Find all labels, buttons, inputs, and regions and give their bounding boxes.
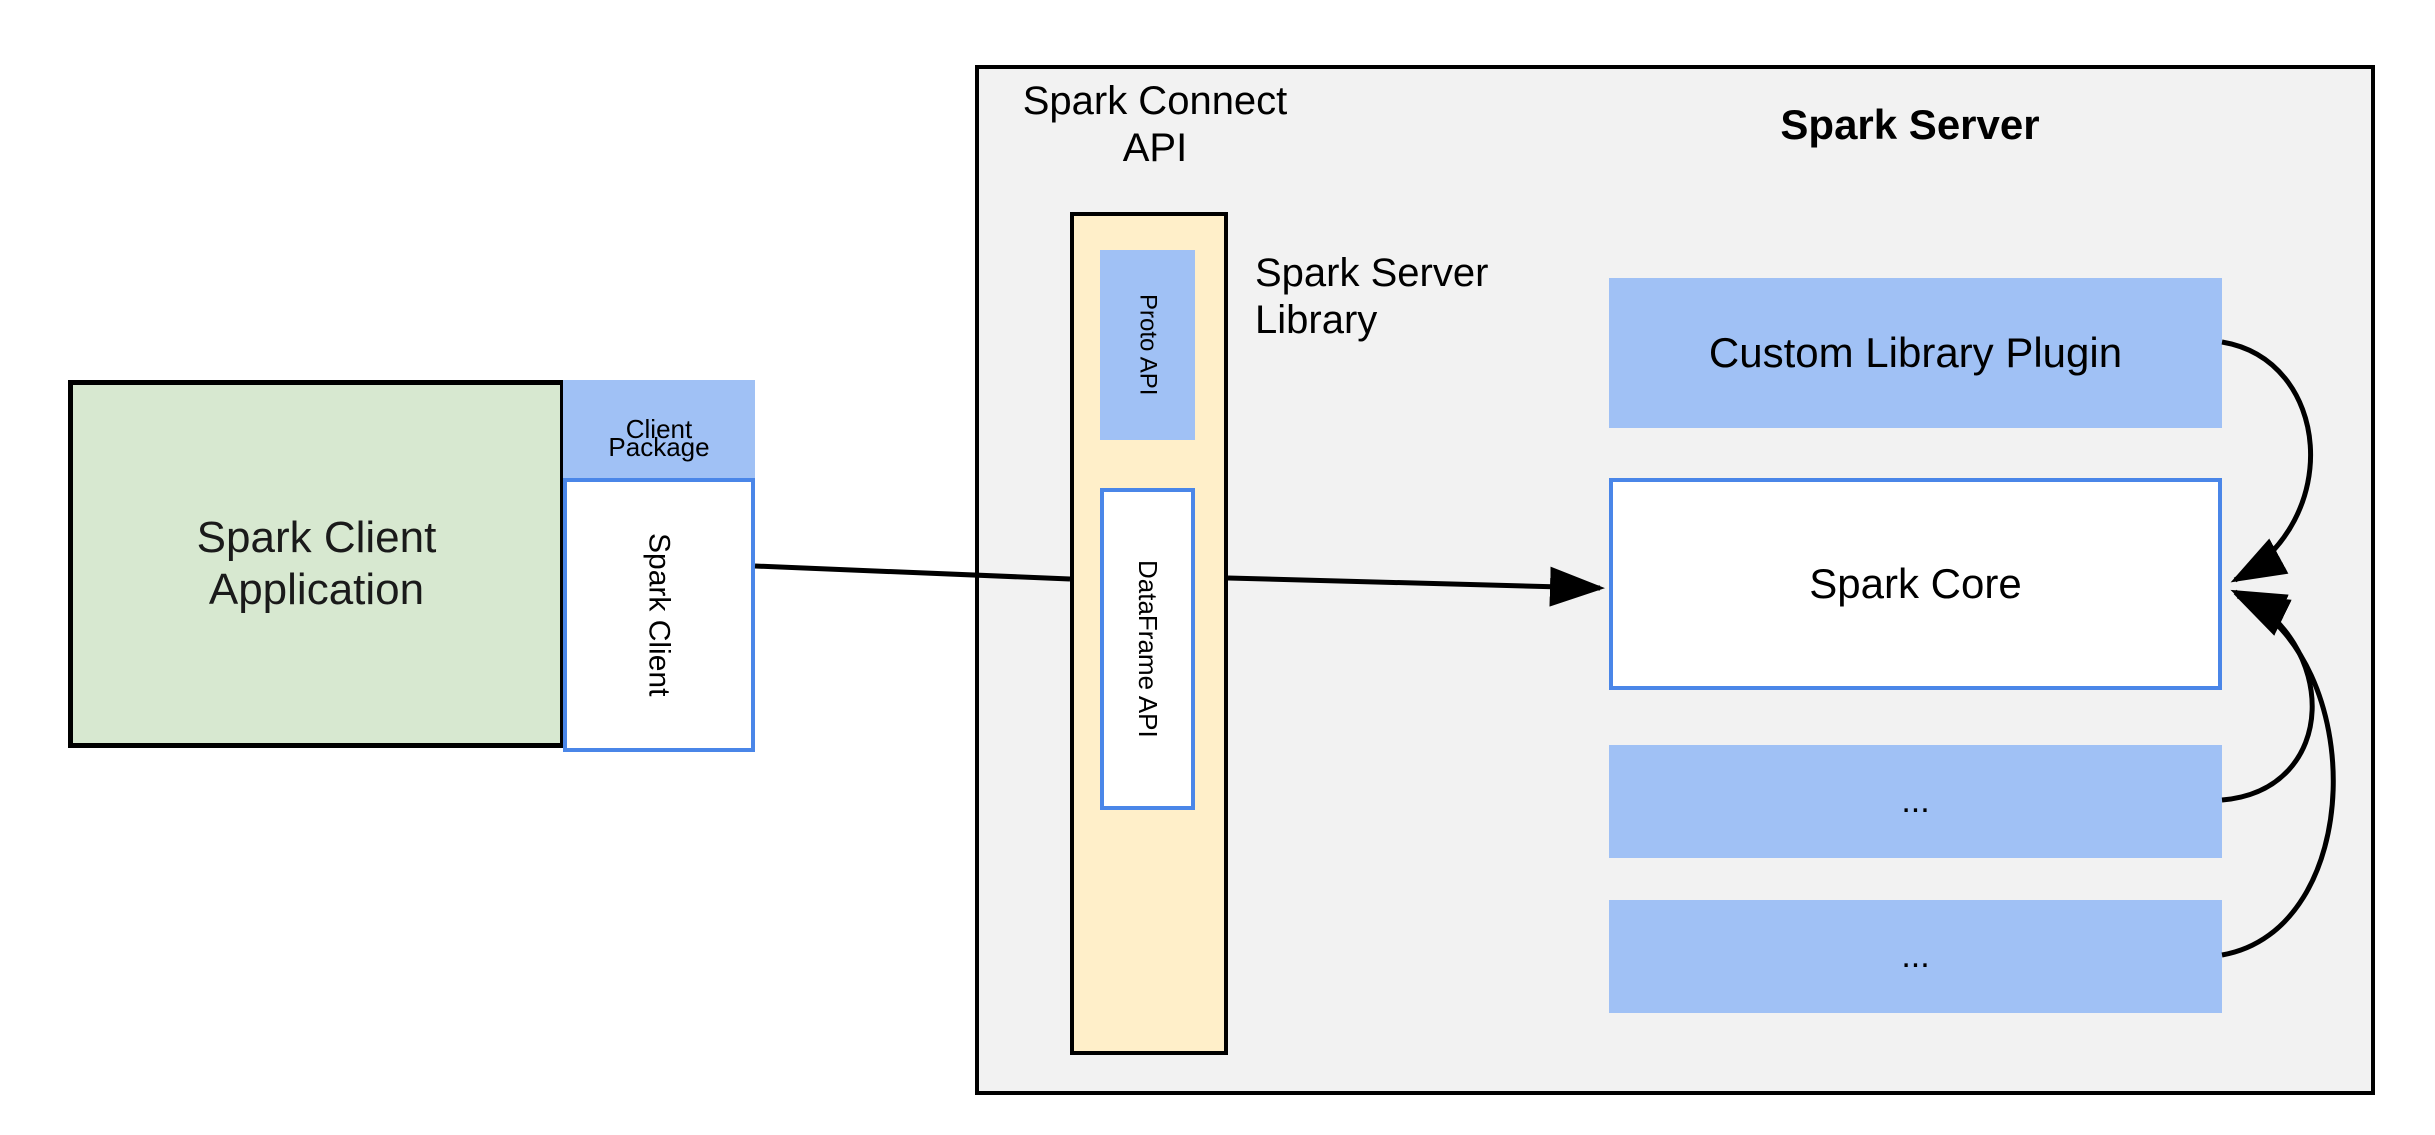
client-package-label: Client xyxy=(625,413,693,444)
spark-connect-api-title: Spark Connect API xyxy=(1005,70,1305,180)
client-package-label-line2-holder: Package xyxy=(563,422,755,472)
dataframe-api-label: DataFrame API xyxy=(1132,560,1163,738)
spark-client-application-box: Spark Client Application xyxy=(68,380,565,748)
spark-client-box: Spark Client xyxy=(563,478,755,752)
dataframe-api-box: DataFrame API xyxy=(1100,488,1195,810)
ellipsis-box-2: ... xyxy=(1609,900,2222,1013)
spark-server-library-label-line1: Spark Server xyxy=(1255,251,1489,295)
spark-server-title-text: Spark Server xyxy=(1780,101,2040,149)
spark-server-library-label-line2: Library xyxy=(1255,298,1378,343)
spark-core-box: Spark Core xyxy=(1609,478,2222,690)
ellipsis-box-2-label: ... xyxy=(1901,937,1930,976)
client-package-label-line2: Package xyxy=(608,431,710,462)
spark-connect-api-title-line1: Spark Connect xyxy=(1022,78,1288,123)
ellipsis-box-1-label: ... xyxy=(1901,782,1930,821)
client-package-box: Client xyxy=(563,380,755,478)
proto-api-box: Proto API xyxy=(1100,250,1195,440)
spark-connect-api-title-line2: API xyxy=(1122,126,1188,170)
ellipsis-box-1: ... xyxy=(1609,745,2222,858)
custom-library-plugin-box: Custom Library Plugin xyxy=(1609,278,2222,428)
spark-server-library-label: Spark Server Library xyxy=(1255,250,1585,360)
proto-api-label: Proto API xyxy=(1134,294,1162,396)
spark-server-title: Spark Server xyxy=(1630,95,2190,155)
spark-client-label: Spark Client xyxy=(642,533,676,697)
custom-library-plugin-label: Custom Library Plugin xyxy=(1708,329,2123,377)
client-application-label: Spark Client Application xyxy=(196,513,437,614)
spark-core-label: Spark Core xyxy=(1809,560,2022,608)
